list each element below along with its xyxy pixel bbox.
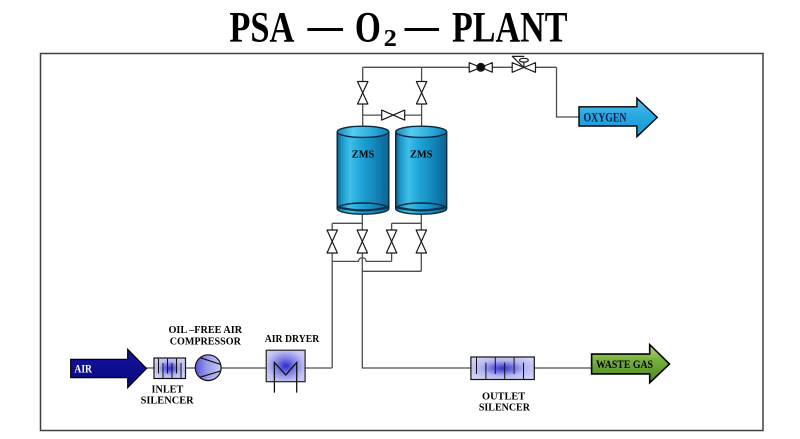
svg-text:SILENCER: SILENCER bbox=[479, 403, 530, 414]
svg-text:PLANT: PLANT bbox=[452, 4, 568, 51]
svg-text:OXYGEN: OXYGEN bbox=[584, 111, 627, 125]
svg-text:ZMS: ZMS bbox=[410, 149, 432, 161]
svg-text:O: O bbox=[355, 4, 381, 51]
svg-text:SILENCER: SILENCER bbox=[141, 395, 194, 406]
svg-text:AIR DRYER: AIR DRYER bbox=[265, 334, 320, 345]
svg-text:ZMS: ZMS bbox=[352, 149, 374, 161]
svg-text:—: — bbox=[307, 3, 344, 50]
svg-text:2: 2 bbox=[384, 26, 397, 52]
svg-text:INLET: INLET bbox=[152, 385, 184, 396]
svg-text:AIR: AIR bbox=[74, 364, 92, 376]
svg-text:WASTE GAS: WASTE GAS bbox=[596, 359, 653, 371]
svg-text:PSA: PSA bbox=[229, 4, 294, 51]
svg-text:OIL –FREE AIR: OIL –FREE AIR bbox=[169, 325, 243, 336]
svg-text:OUTLET: OUTLET bbox=[482, 392, 525, 403]
svg-text:—: — bbox=[404, 3, 440, 50]
svg-text:COMPRESSOR: COMPRESSOR bbox=[170, 336, 242, 347]
